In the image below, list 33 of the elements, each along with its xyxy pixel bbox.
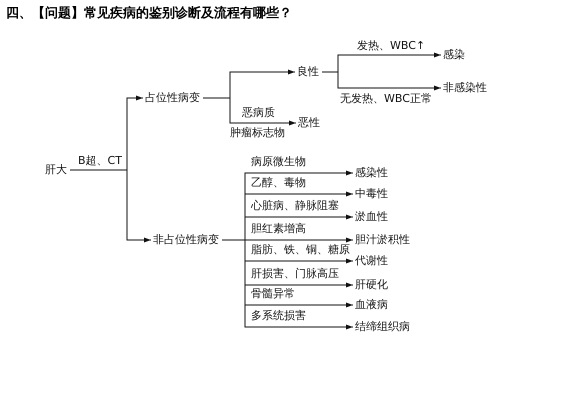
node-label: 感染 xyxy=(442,48,466,62)
edge-label: 心脏病、静脉阻塞 xyxy=(251,199,339,213)
node-label: 恶性 xyxy=(297,116,321,130)
arrow xyxy=(322,72,442,90)
node-label: 感染性 xyxy=(354,166,389,180)
edge-label: 发热、WBC↑ xyxy=(357,39,426,53)
edge-label: 病原微生物 xyxy=(251,155,306,169)
arrow xyxy=(70,170,152,242)
node-label: 代谢性 xyxy=(354,254,389,268)
arrow xyxy=(222,240,354,330)
node-label: 非占位性病变 xyxy=(152,233,220,247)
edge-label: 脂肪、铁、铜、糖原 xyxy=(251,243,350,257)
edge-label: 肝损害、门脉高压 xyxy=(251,267,339,281)
edge-label: 无发热、WBC正常 xyxy=(340,92,432,106)
edge-label: B超、CT xyxy=(78,154,122,168)
edge-label: 骨髓异常 xyxy=(251,287,295,301)
node-label: 肝硬化 xyxy=(354,278,389,292)
node-label: 良性 xyxy=(296,65,320,79)
edge-label: 胆红素增高 xyxy=(251,222,306,236)
node-label: 胆汁淤积性 xyxy=(354,233,411,247)
edge-label: 乙醇、毒物 xyxy=(251,176,306,190)
node-label: 血液病 xyxy=(354,298,389,312)
node-label: 淤血性 xyxy=(354,210,389,224)
edge-label: 多系统损害 xyxy=(251,309,306,323)
node-label: 结缔组织病 xyxy=(354,320,411,334)
note-text: 肿瘤标志物 xyxy=(230,126,285,140)
node-label: 肝大 xyxy=(44,163,68,177)
node-label: 非感染性 xyxy=(442,81,488,95)
edge-label: 恶病质 xyxy=(242,106,275,120)
arrow xyxy=(202,98,296,126)
title: 四、【问题】常见疾病的鉴别诊断及流程有哪些？ xyxy=(6,4,292,22)
node-label: 中毒性 xyxy=(354,187,389,201)
node-label: 占位性病变 xyxy=(144,91,201,105)
